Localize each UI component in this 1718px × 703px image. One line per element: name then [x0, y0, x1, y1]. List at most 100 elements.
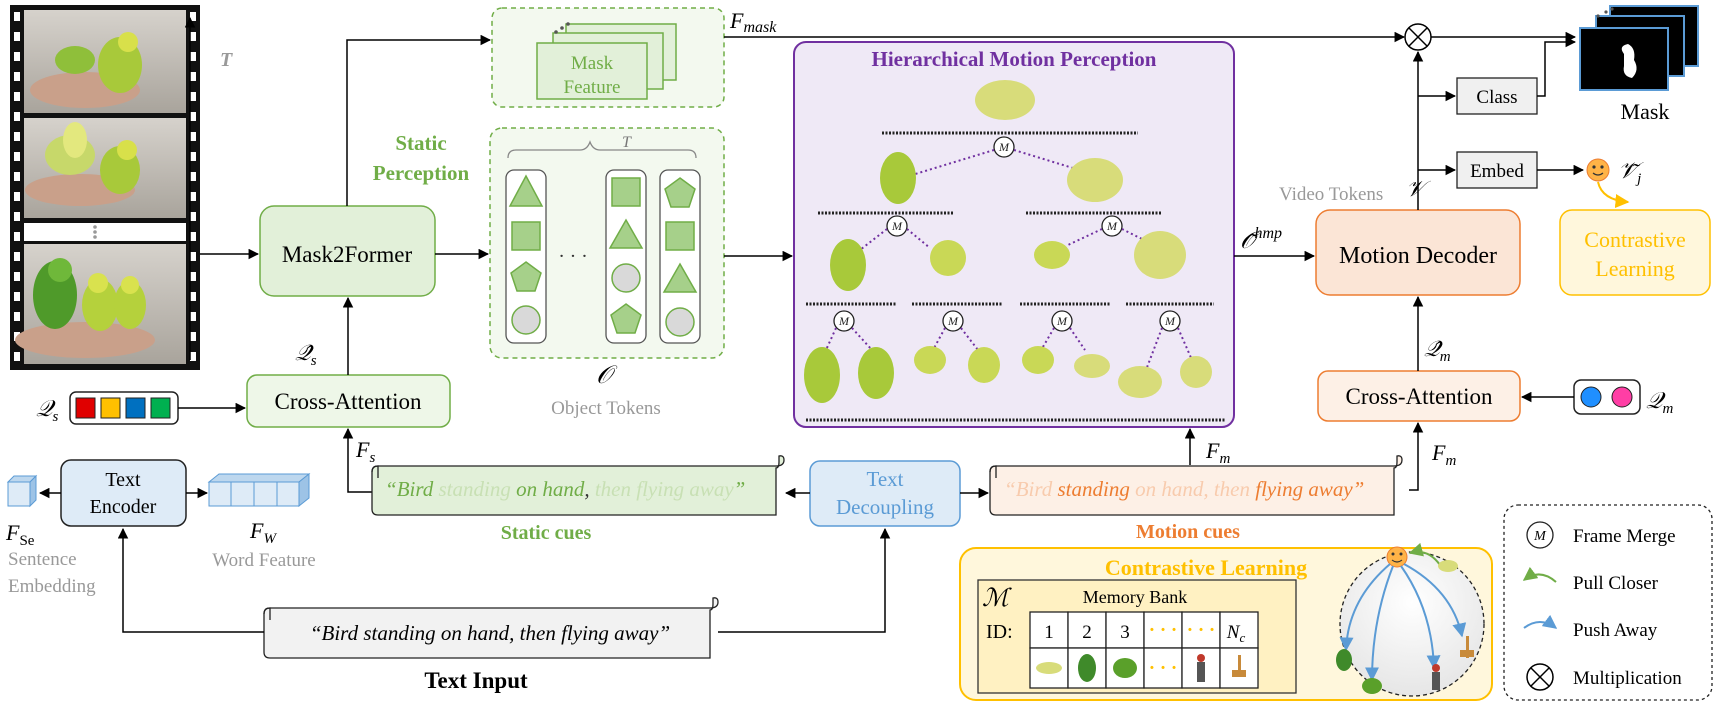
object-tokens-block: T · · ·	[489, 127, 725, 359]
hmp-merge-node: M	[998, 140, 1010, 154]
video-frame-2	[24, 118, 186, 218]
q-s-hat-label: 𝒬̂s	[295, 340, 317, 369]
mask-label: Mask	[1621, 99, 1670, 124]
memory-bank-label: Memory Bank	[1083, 587, 1187, 607]
memory-thumb-giraffe	[1232, 655, 1246, 677]
video-tokens-label: Video Tokens	[1279, 184, 1383, 205]
memory-id-cell: · · ·	[1187, 620, 1216, 641]
text-encoder-label-1: Text	[105, 469, 141, 491]
hmp-bird-top	[975, 80, 1035, 120]
static-cues-scroll	[371, 455, 785, 516]
hmp-bird-l4	[1074, 354, 1110, 378]
legend-push-away: Push Away	[1573, 620, 1658, 641]
static-perception-label-1: Static	[395, 131, 446, 155]
f-m-top-label: Fm	[1205, 438, 1230, 467]
text-decoupling-label-1: Text	[866, 467, 903, 491]
negative-giraffe-icon	[1460, 636, 1474, 658]
hmp-bird-l4	[1118, 366, 1162, 398]
hmp-merge-node: M	[947, 314, 959, 328]
legend-pull-closer: Pull Closer	[1573, 573, 1659, 594]
mask-feature-block: Mask Feature	[491, 7, 725, 108]
motion-cues-scroll	[989, 455, 1403, 516]
text-decoupling-label-2: Decoupling	[836, 495, 934, 519]
video-frame-n	[15, 244, 186, 364]
motion-query-tokens	[1573, 379, 1641, 415]
hmp-merge-node: M	[838, 314, 850, 328]
mask-output-stack	[1579, 5, 1699, 91]
mask-feature-label-1: Mask	[571, 53, 614, 74]
motion-cues-label: Motion cues	[1136, 521, 1240, 543]
cross-attention-left-block: Cross-Attention	[246, 374, 451, 428]
negative-bird-icon	[1336, 649, 1352, 671]
memory-symbol: ℳ	[982, 585, 1012, 612]
memory-thumb-bird	[1113, 658, 1137, 678]
o-hmp-label: 𝒪̃hmp	[1240, 225, 1282, 253]
mask-feature-label-2: Feature	[564, 77, 621, 98]
embed-label: Embed	[1470, 161, 1524, 182]
q-m-hat-label: 𝒬̂m	[1424, 336, 1451, 365]
object-tokens-ellipsis: · · ·	[559, 246, 588, 267]
hmp-block: Hierarchical Motion Perception M M	[793, 41, 1235, 428]
hmp-title: Hierarchical Motion Perception	[872, 47, 1157, 71]
sentence-embedding-cube	[6, 474, 38, 508]
motion-cues-text: “Bird standing on hand, then flying away…	[1004, 477, 1364, 501]
hmp-bird-l4	[914, 346, 946, 374]
f-s-label: Fs	[355, 437, 375, 466]
embed-block: Embed	[1456, 151, 1538, 189]
mask2former-block: Mask2Former	[259, 205, 436, 297]
text-input-scroll: “Bird standing on hand, then flying away…	[263, 597, 719, 659]
memory-thumb-bird-flying	[1036, 662, 1062, 674]
static-cues-label: Static cues	[501, 522, 592, 544]
memory-id-label: ID:	[986, 621, 1013, 643]
legend-multiplication: Multiplication	[1573, 668, 1682, 689]
text-input-label: Text Input	[424, 668, 528, 693]
memory-id-cell: 1	[1044, 622, 1054, 643]
memory-thumb-bird	[1078, 654, 1096, 682]
memory-id-cell: 2	[1082, 622, 1092, 643]
q-m-label: 𝒬m	[1646, 388, 1674, 417]
object-tokens-symbol: 𝒪	[596, 362, 618, 389]
q-s-label: 𝒬s	[36, 396, 59, 425]
multiplication-op-icon	[1404, 23, 1432, 51]
time-axis-label: T	[220, 49, 233, 71]
hmp-bird-l4	[968, 347, 1000, 383]
sentence-embedding-label-1: Sentence	[8, 549, 77, 570]
f-m-right-label: Fm	[1431, 440, 1456, 469]
contrastive-learning-block: Contrastive Learning ℳ Memory Bank ID: 1…	[959, 542, 1493, 701]
cross-attention-right-label: Cross-Attention	[1346, 384, 1493, 409]
text-encoder-label-2: Encoder	[90, 496, 157, 518]
f-mask-label: Fmask	[729, 8, 777, 36]
hmp-merge-node: M	[1106, 219, 1118, 233]
memory-id-cell: 3	[1120, 622, 1130, 643]
hmp-merge-node: M	[891, 219, 903, 233]
memory-bank-ellipsis: · · ·	[1149, 658, 1178, 679]
video-film-strip	[10, 5, 200, 370]
legend: M Frame Merge Pull Closer Push Away Mult…	[1503, 504, 1713, 701]
motion-decoder-block: Motion Decoder	[1315, 209, 1521, 296]
pull-closer-arrow	[1408, 542, 1441, 566]
frame-merge-icon-symbol: M	[1533, 529, 1547, 544]
sentence-embedding-label-2: Embedding	[8, 576, 96, 597]
frame-merge-icon	[1526, 521, 1554, 549]
negative-person-icon	[1432, 664, 1440, 690]
anchor-emoji-icon	[1386, 546, 1408, 568]
contrastive-learning-label-2: Learning	[1595, 256, 1674, 281]
word-feature-blocks	[207, 472, 311, 508]
video-frame-1	[24, 10, 186, 113]
film-gap	[24, 223, 186, 241]
mask2former-label: Mask2Former	[282, 242, 413, 267]
text-decoupling-block: Text Decoupling	[809, 460, 961, 527]
static-perception-label-2: Perception	[373, 161, 470, 185]
memory-thumb-person	[1197, 654, 1205, 682]
legend-frame-merge: Frame Merge	[1573, 526, 1676, 547]
hmp-bird-l3	[930, 240, 966, 276]
cross-attention-left-label: Cross-Attention	[275, 389, 422, 414]
positive-bird-icon	[1438, 560, 1458, 572]
contrastive-learning-title: Contrastive Learning	[1105, 555, 1307, 580]
class-block: Class	[1456, 77, 1538, 115]
hmp-merge-node: M	[1164, 314, 1176, 328]
hmp-bird-l3	[1034, 241, 1070, 269]
hmp-bird-l3	[1134, 231, 1186, 279]
hmp-bird-l4	[804, 347, 840, 403]
memory-id-cell-nc: Nc	[1226, 622, 1246, 645]
